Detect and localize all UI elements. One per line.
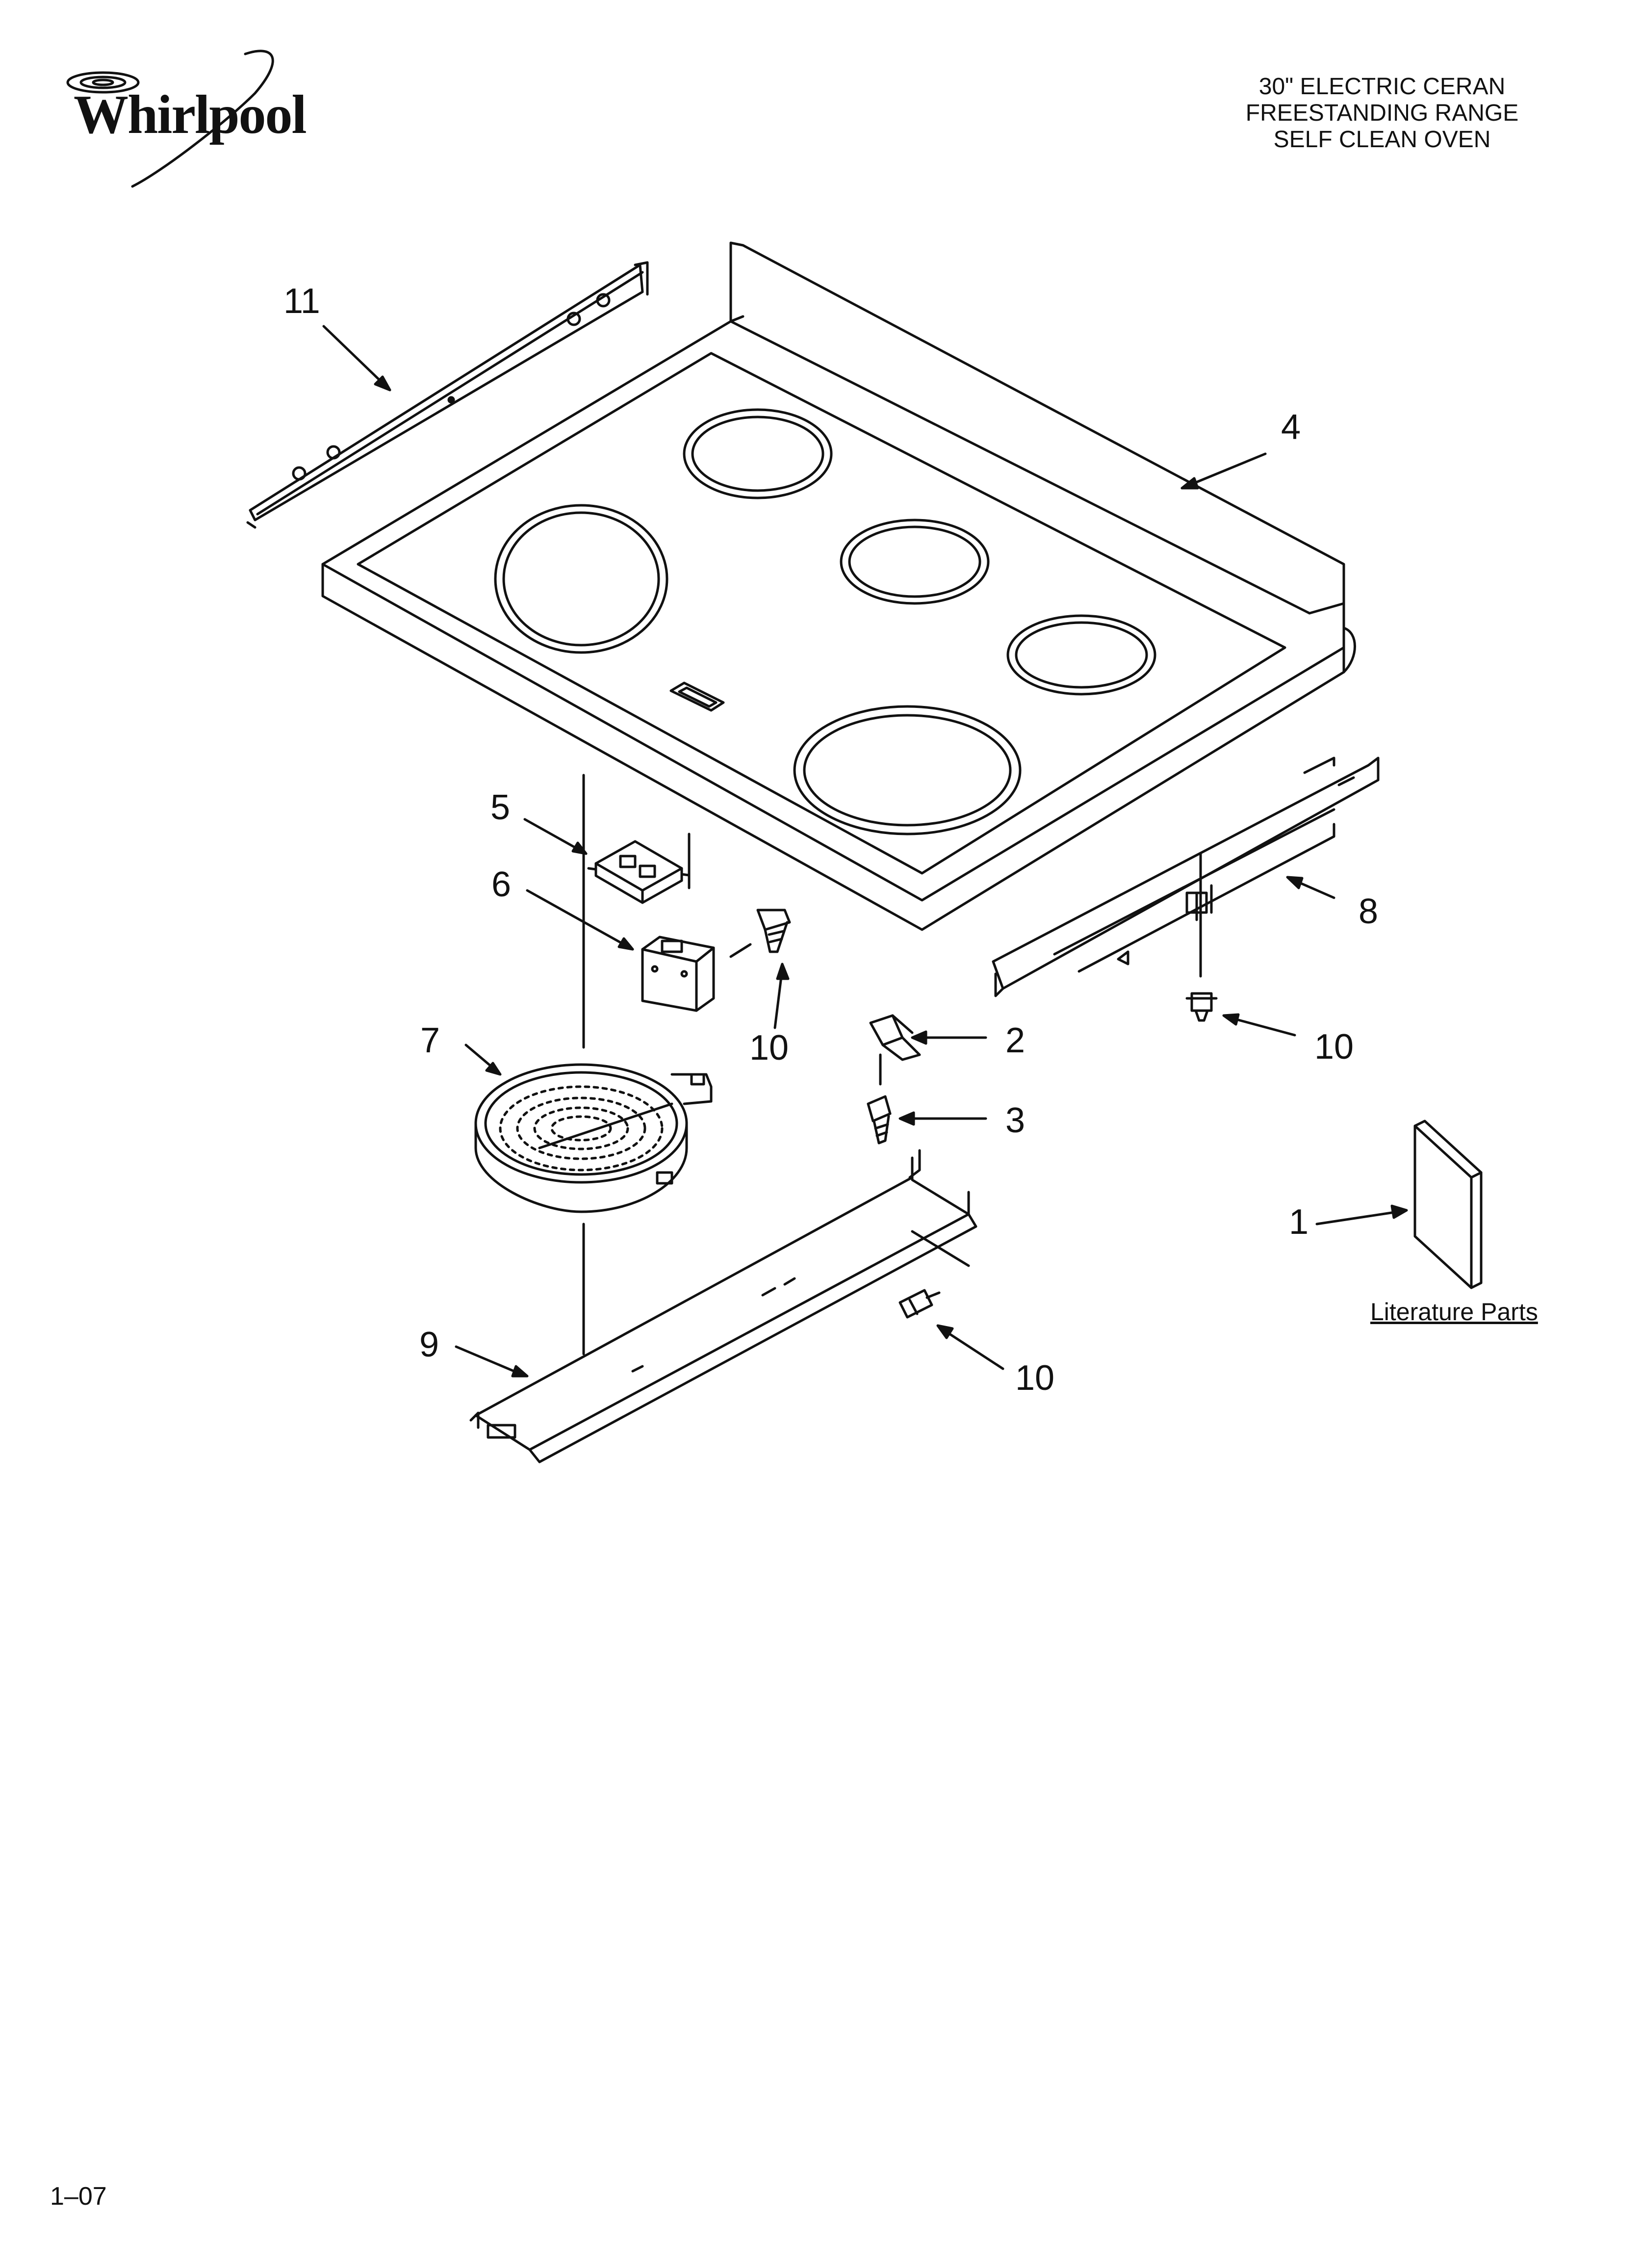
whirlpool-logo: Whirlpool: [74, 74, 329, 147]
callout-4: 4: [1281, 408, 1301, 447]
callout-7: 7: [420, 1021, 440, 1060]
callout-10-screw-b: 10: [1314, 1027, 1354, 1067]
callout-5: 5: [490, 788, 511, 827]
part-3-screw: [867, 1095, 892, 1145]
arrowhead-7: [485, 1062, 502, 1076]
brand-name: Whirlpool: [74, 84, 307, 145]
leader-10c: [945, 1330, 1004, 1370]
part-10a-screw: [729, 909, 791, 958]
callout-10-screw-c: 10: [1015, 1358, 1055, 1398]
arrowhead-11: [374, 375, 391, 391]
arrowhead-10c: [936, 1324, 954, 1339]
arrowhead-3: [898, 1111, 915, 1126]
callout-6: 6: [491, 865, 512, 904]
page-number: 1–07: [50, 2182, 107, 2211]
callout-11: 11: [283, 282, 320, 321]
part-7-radiant-element: [474, 1063, 713, 1213]
part-8-side-bracket: [992, 756, 1380, 997]
leader-1: [1315, 1210, 1399, 1225]
arrowhead-1: [1390, 1204, 1408, 1219]
callout-2: 2: [1005, 1021, 1026, 1060]
part-4-cooktop: [321, 241, 1356, 931]
arrowhead-4: [1180, 477, 1199, 490]
leader-9: [455, 1345, 521, 1375]
title-line-2: FREESTANDING RANGE: [1245, 100, 1519, 126]
arrowhead-10b: [1222, 1013, 1240, 1026]
part-5-terminal-block: [587, 840, 691, 904]
arrowhead-6: [617, 937, 634, 951]
arrowhead-9: [511, 1365, 529, 1378]
callout-3: 3: [1005, 1101, 1026, 1140]
arrowhead-2: [911, 1030, 927, 1045]
leader-10b: [1230, 1017, 1296, 1037]
model-description: 30" ELECTRIC CERAN FREESTANDING RANGE SE…: [1196, 74, 1568, 153]
arrowhead-10a: [776, 963, 790, 980]
callout-8: 8: [1359, 892, 1379, 931]
part-10c-screw: [898, 1289, 941, 1319]
part-10b-screw: [1185, 992, 1218, 1022]
literature-parts-label: Literature Parts: [1370, 1298, 1538, 1326]
part-11-rear-rail: [246, 261, 649, 529]
leader-6: [526, 889, 634, 951]
title-line-1: 30" ELECTRIC CERAN: [1258, 74, 1506, 100]
callout-1: 1: [1289, 1202, 1309, 1242]
title-line-3: SELF CLEAN OVEN: [1273, 127, 1491, 153]
callout-9: 9: [419, 1325, 439, 1364]
part-9-lower-bracket: [469, 1149, 977, 1463]
part-1-literature: [1413, 1120, 1483, 1289]
part-2-clip: [869, 1014, 921, 1061]
whirlpool-logo-swirl: [66, 50, 274, 188]
callout-10-screw-a: 10: [749, 1028, 789, 1068]
arrowhead-8: [1286, 876, 1304, 889]
part-6-bracket: [641, 936, 715, 1012]
